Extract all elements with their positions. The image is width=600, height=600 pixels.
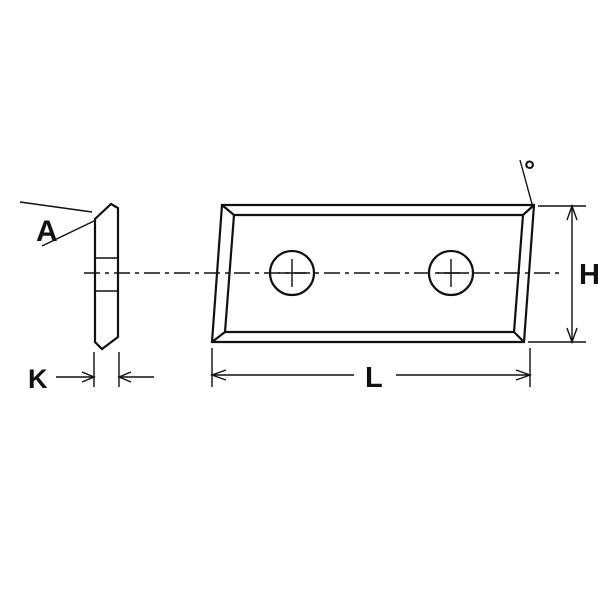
l-arrowhead-right [515, 369, 533, 381]
dimension-length: L [209, 348, 533, 394]
h-arrowhead-top [566, 203, 578, 221]
bevel-corner-bottom-left [211, 331, 226, 343]
angle-label: ° [524, 155, 535, 186]
face-leader-line-upper [19, 201, 93, 213]
hole-left-circle [268, 249, 316, 297]
bevel-corner-top-left [221, 204, 235, 216]
thickness-label: K [28, 364, 48, 394]
dimension-thickness: K [28, 352, 154, 394]
k-arrowhead-right [117, 371, 132, 383]
l-arrowhead-left [209, 369, 227, 381]
side-view-body [93, 202, 120, 351]
face-label: A [36, 215, 58, 248]
mounting-hole-left [268, 249, 316, 297]
bevel-corner-top-right [522, 204, 535, 216]
face-leader-line-lower [41, 219, 97, 247]
length-label: L [365, 362, 383, 394]
h-arrowhead-bottom [566, 327, 578, 345]
front-view [210, 203, 536, 344]
hole-right-circle [427, 249, 475, 297]
dimension-height: H [528, 203, 600, 345]
angle-indicator: ° [519, 155, 535, 205]
side-view [93, 202, 120, 351]
k-arrowhead-left [81, 371, 96, 383]
mounting-hole-right [427, 249, 475, 297]
bevel-corner-bottom-right [513, 331, 525, 343]
face-callout: A [19, 201, 97, 248]
angle-reference-line [519, 159, 533, 205]
height-label: H [579, 259, 600, 291]
